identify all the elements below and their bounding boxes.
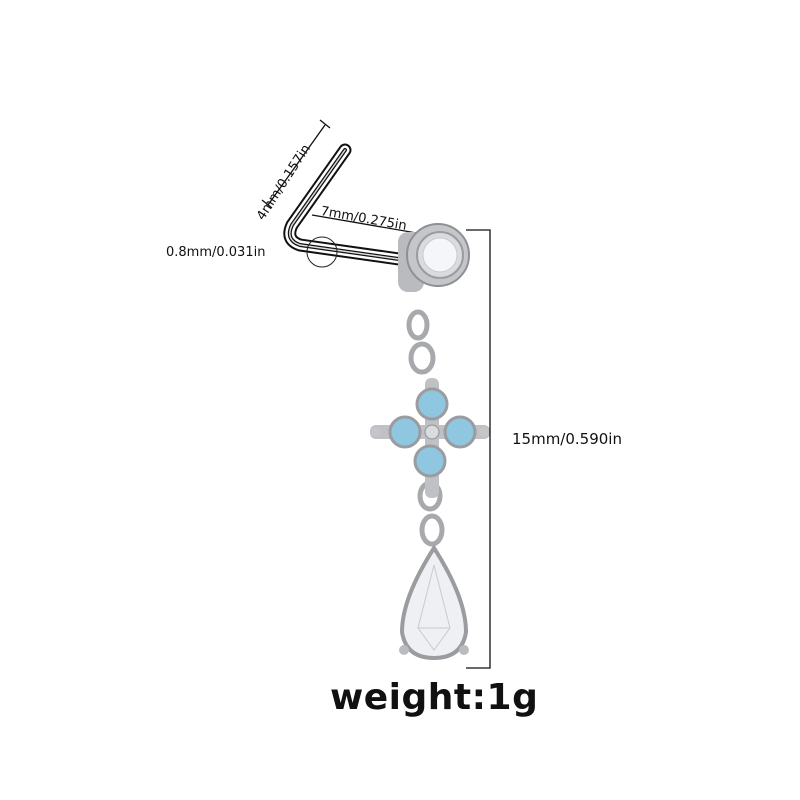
opal-flower-charm [370,378,490,498]
weight-label: weight:1g [330,677,539,718]
height-dimension-line [466,229,491,669]
bezel-crystal [398,223,470,292]
width-dimension-line [261,119,331,209]
teardrop-crystal [399,544,469,661]
drop-length-label: 15mm/0.590in [512,430,622,448]
pin-thickness-label: 0.8mm/0.031in [166,245,266,260]
thickness-marker-circle [306,236,338,268]
l-shaped-pin [283,143,427,269]
chain-links [406,309,445,547]
